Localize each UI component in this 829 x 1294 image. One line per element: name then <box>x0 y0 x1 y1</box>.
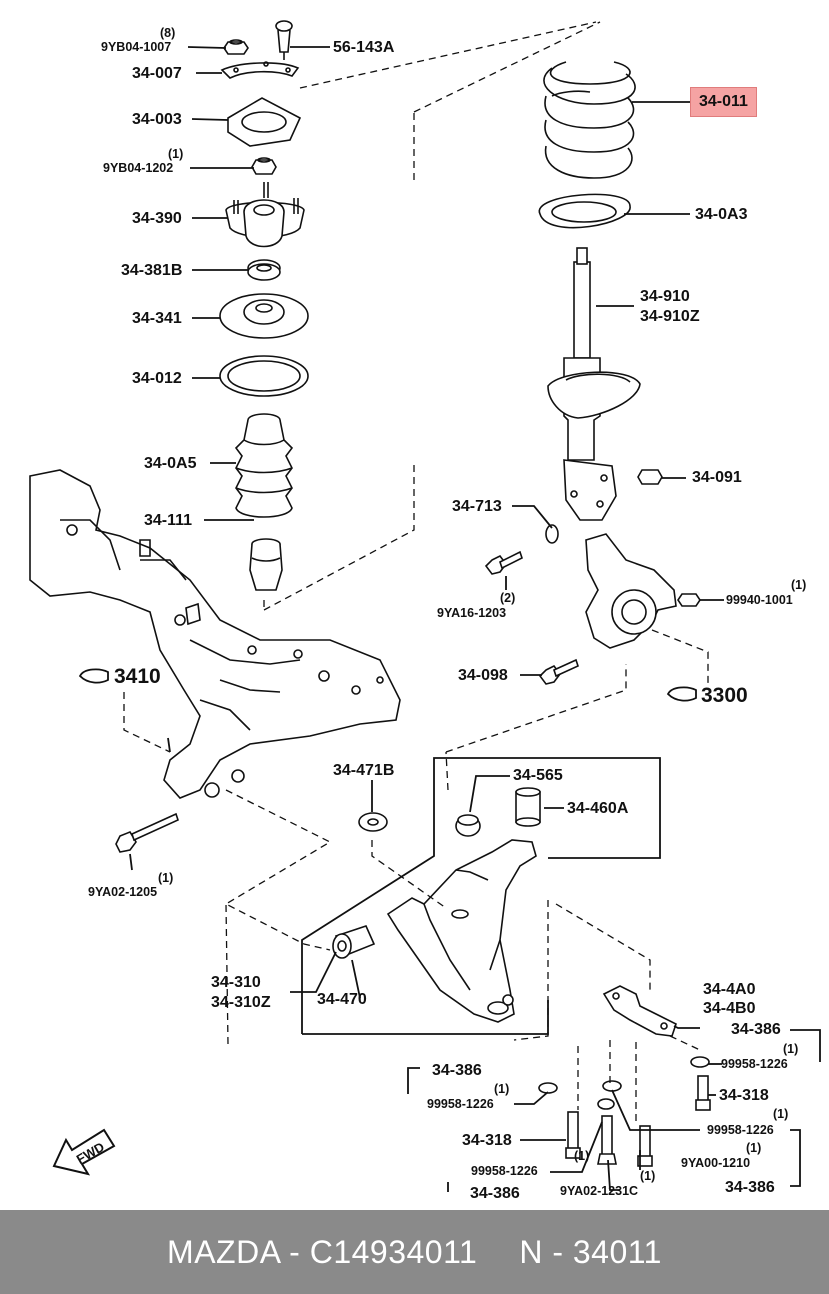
nut-icon <box>223 39 249 55</box>
part-label-34-318: 34-318 <box>719 1087 769 1104</box>
clip-icon <box>275 20 293 60</box>
part-label-34-390: 34-390 <box>132 210 182 227</box>
qty-label: (1) <box>783 1042 799 1056</box>
part-label-99958-1226: 99958-1226 <box>721 1057 788 1071</box>
part-label-34-098: 34-098 <box>458 667 508 684</box>
part-label-34-0a3: 34-0A3 <box>695 206 748 223</box>
part-label-9yb04-1202: 9YB04-1202 <box>103 161 174 175</box>
part-label-34-910: 34-910 <box>640 288 690 305</box>
qty-label: (1) <box>158 871 174 885</box>
part-label-34-4b0: 34-4B0 <box>703 1000 756 1017</box>
part-label-34-386: 34-386 <box>731 1021 781 1038</box>
footer-bar: MAZDA - C14934011 N - 34011 <box>0 1210 829 1294</box>
qty-label: (1) <box>746 1141 762 1155</box>
ref-link-3300[interactable]: 3300 <box>701 684 748 707</box>
part-label-34-007: 34-007 <box>132 65 182 82</box>
part-label-34-111: 34-111 <box>144 512 193 529</box>
part-label-34-470: 34-470 <box>317 991 367 1008</box>
qty-label: (1) <box>791 578 807 592</box>
footer-part-number: MAZDA - C14934011 <box>167 1233 478 1270</box>
part-label-9ya00-1210: 9YA00-1210 <box>681 1156 751 1170</box>
part-label-34-341: 34-341 <box>132 310 182 327</box>
part-label-34-0a5: 34-0A5 <box>144 455 197 472</box>
qty-label: (1) <box>574 1149 590 1163</box>
part-label-9ya02-1231c: 9YA02-1231C <box>560 1184 639 1198</box>
qty-label: (2) <box>500 591 516 605</box>
part-label-34-910z: 34-910Z <box>640 308 700 325</box>
part-label-34-386: 34-386 <box>432 1062 482 1079</box>
reference-hand-icon <box>78 668 109 684</box>
parts-diagram: FWD (8) 9YB04-1007 56-143A 34-007 34-003… <box>29 20 821 1202</box>
part-label-99958-1226: 99958-1226 <box>471 1164 538 1178</box>
part-label-34-012: 34-012 <box>132 370 182 387</box>
fwd-arrow-icon <box>52 1128 116 1176</box>
part-label-34-003: 34-003 <box>132 111 182 128</box>
part-label-34-091: 34-091 <box>692 469 742 486</box>
diagram-drawing: FWD <box>29 20 821 1192</box>
part-label-34-310: 34-310 <box>211 974 261 991</box>
part-label-34-318: 34-318 <box>462 1132 512 1149</box>
part-label-34-460a: 34-460A <box>567 800 629 817</box>
part-label-34-310z: 34-310Z <box>211 994 271 1011</box>
reference-hand-icon <box>666 686 697 702</box>
part-label-9yb04-1007: 9YB04-1007 <box>101 40 172 54</box>
ref-link-3410[interactable]: 3410 <box>114 665 161 688</box>
qty-label: (8) <box>160 26 176 40</box>
qty-label: (1) <box>494 1082 510 1096</box>
part-label-9ya02-1205: 9YA02-1205 <box>88 885 158 899</box>
qty-label: (1) <box>640 1169 656 1183</box>
qty-label: (1) <box>773 1107 789 1121</box>
part-label-34-386: 34-386 <box>725 1179 775 1196</box>
part-label-34-471b: 34-471B <box>333 762 395 779</box>
part-label-34-4a0: 34-4A0 <box>703 981 756 998</box>
part-label-34-011-highlighted: 34-011 <box>690 87 757 117</box>
part-label-99958-1226: 99958-1226 <box>707 1123 774 1137</box>
part-label-34-386: 34-386 <box>470 1185 520 1202</box>
part-label-34-713: 34-713 <box>452 498 502 515</box>
part-label-34-381b: 34-381B <box>121 262 183 279</box>
qty-label: (1) <box>168 147 184 161</box>
part-label-34-565: 34-565 <box>513 767 563 784</box>
part-label-9ya16-1203: 9YA16-1203 <box>437 606 507 620</box>
part-label-99940-1001: 99940-1001 <box>726 593 793 607</box>
part-label-99958-1226: 99958-1226 <box>427 1097 494 1111</box>
footer-ref-number: N - 34011 <box>519 1233 662 1270</box>
part-label-56-143a: 56-143A <box>333 39 395 56</box>
